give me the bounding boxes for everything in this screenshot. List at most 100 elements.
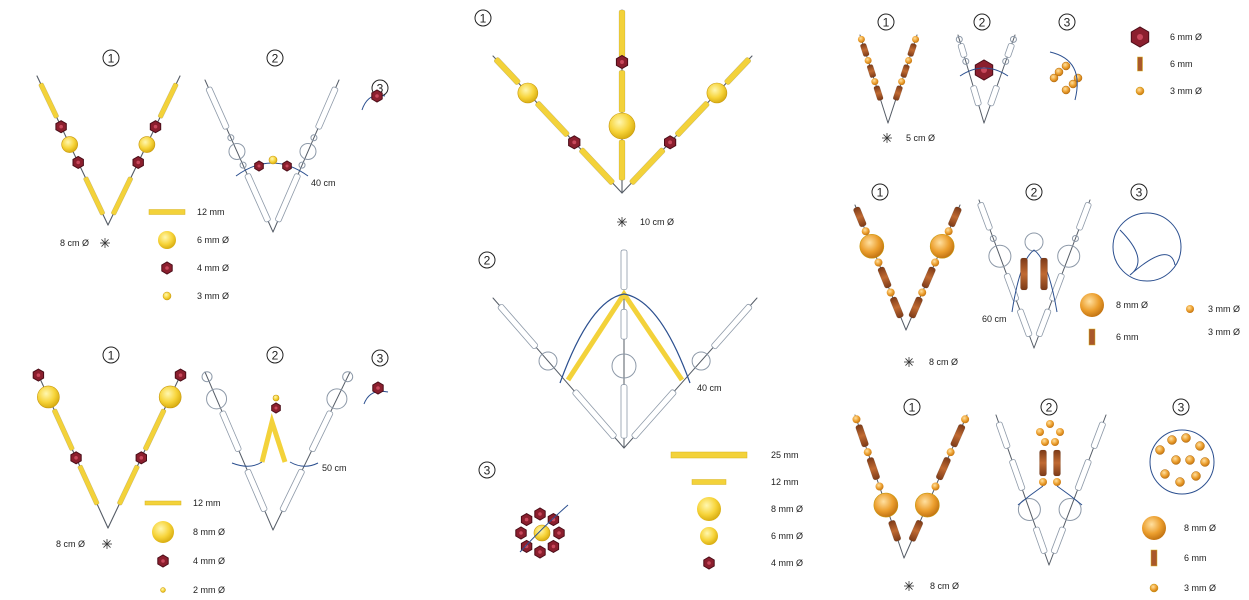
legend-swatch-tube — [670, 451, 748, 459]
step-number: 3 — [484, 464, 491, 478]
clear-bead — [299, 142, 317, 160]
clear-tube — [244, 173, 271, 223]
hex-bead-hole — [1137, 34, 1143, 40]
tube-body — [52, 408, 75, 451]
step-number: 3 — [1178, 401, 1185, 415]
clear-tube — [1017, 308, 1033, 338]
clear-tube — [279, 468, 305, 513]
step-circle — [266, 346, 284, 364]
legend-label: 2 mm Ø — [193, 585, 225, 595]
clear-bead — [989, 234, 997, 242]
small-bead — [875, 482, 884, 491]
legend-label: 3 mm Ø — [1184, 583, 1216, 593]
step-number: 1 — [883, 16, 890, 30]
clear-tube-body — [1017, 308, 1033, 338]
legend-swatch-small — [160, 587, 166, 593]
length-note: 50 cm — [322, 463, 347, 473]
star-label: 5 cm Ø — [906, 133, 935, 143]
tube-bead — [877, 266, 892, 289]
clear-bead — [342, 371, 354, 383]
clear-bead — [227, 134, 235, 142]
clear-tube-body — [957, 43, 968, 58]
tube-body — [618, 9, 626, 58]
small-bead — [1191, 471, 1201, 481]
clear-tube-body — [279, 468, 305, 513]
tube-body — [38, 82, 59, 119]
clear-tube-body — [275, 173, 301, 223]
legend-label: 3 mm Ø — [197, 291, 229, 301]
tube-bead — [866, 64, 877, 78]
step-number: 1 — [108, 349, 115, 363]
tube-body — [1039, 449, 1047, 477]
legend-label: 6 mm — [1170, 59, 1193, 69]
star-ray — [883, 134, 891, 142]
wire-loop — [559, 293, 691, 384]
clear-tube-body — [1004, 42, 1015, 58]
clear-tube — [205, 86, 230, 130]
tube-bead — [892, 85, 903, 101]
clear-bead — [201, 371, 213, 383]
tube-bead — [1040, 257, 1048, 291]
clear-tube-body — [1090, 421, 1106, 449]
clear-bead — [988, 244, 1012, 268]
tube-body — [855, 424, 869, 448]
step-number: 2 — [1046, 401, 1053, 415]
tube-bead — [907, 43, 917, 57]
star-icon — [617, 217, 627, 227]
tube-bead — [142, 408, 167, 451]
tube-body — [629, 147, 666, 185]
tube-body — [1020, 257, 1028, 291]
star-ray — [905, 582, 913, 590]
clear-tube — [1050, 526, 1066, 554]
tube-bead — [535, 101, 570, 137]
clear-tube-body — [1035, 308, 1052, 338]
clear-tube — [957, 43, 968, 58]
round-bead — [873, 492, 899, 518]
legend-swatch-small — [162, 291, 172, 301]
tube-bead — [674, 101, 710, 137]
step-circle — [371, 349, 389, 367]
legend-label: 3 mm Ø — [1208, 327, 1240, 337]
legend-label: 3 mm Ø — [1170, 86, 1202, 96]
clear-tube — [315, 86, 339, 130]
star-ray — [101, 239, 109, 247]
step-number: 3 — [377, 352, 384, 366]
clear-tube — [1074, 459, 1092, 491]
clear-tube — [620, 249, 628, 290]
tube-bead — [860, 43, 870, 57]
tube-body — [950, 424, 966, 448]
small-bead — [1049, 73, 1059, 83]
length-note: 60 cm — [982, 314, 1007, 324]
tube-bead — [618, 9, 626, 58]
tube-bead — [38, 82, 59, 119]
length-note: 40 cm — [311, 178, 336, 188]
legend-swatch-small — [1135, 86, 1145, 96]
clear-bead — [955, 35, 963, 43]
star-ray — [618, 218, 626, 226]
clear-bead — [1017, 498, 1041, 521]
clear-tube — [1090, 421, 1106, 449]
hex-bead-hole — [76, 160, 80, 165]
tube-body — [535, 101, 570, 137]
clear-tube — [631, 389, 677, 440]
hex-bead-hole — [153, 124, 158, 129]
clear-bead — [298, 161, 306, 169]
legend-label: 6 mm Ø — [771, 531, 803, 541]
tube-bead — [888, 520, 902, 542]
step-number: 1 — [480, 12, 487, 26]
small-bead — [1053, 478, 1061, 486]
tube-body — [674, 101, 710, 137]
tube-body — [618, 139, 626, 181]
hex-bead-hole — [274, 406, 278, 410]
clear-bead — [538, 351, 558, 371]
small-bead — [1039, 478, 1047, 486]
round-bead — [929, 233, 955, 259]
small-bead — [931, 482, 940, 491]
tube-bead — [117, 464, 140, 506]
tube-body — [724, 57, 752, 85]
tube-bead — [908, 296, 923, 319]
step-number: 2 — [272, 349, 279, 363]
step-circle — [102, 346, 120, 364]
small-bead — [1041, 438, 1049, 446]
hex-bead-hole — [376, 386, 380, 390]
